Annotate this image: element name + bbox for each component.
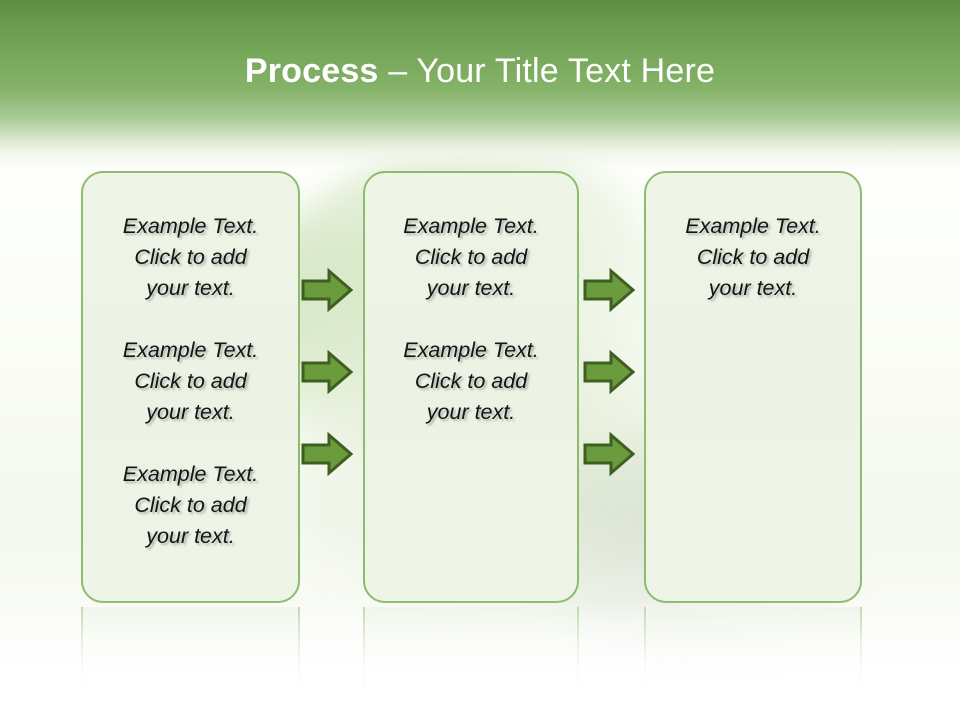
right-block-arrow-icon[interactable] (301, 350, 353, 394)
right-block-arrow-icon[interactable] (583, 432, 635, 476)
process-box-1[interactable]: Example Text. Click to add your text. Ex… (81, 171, 300, 603)
process-box-3[interactable]: Example Text. Click to add your text. (644, 171, 862, 603)
process-box-1-body: Example Text. Click to add your text. Ex… (83, 211, 298, 552)
right-block-arrow-icon[interactable] (301, 268, 353, 312)
right-block-arrow-icon[interactable] (301, 432, 353, 476)
process-box-2-body: Example Text. Click to add your text. Ex… (365, 211, 577, 428)
process-box-3-body: Example Text. Click to add your text. (646, 211, 860, 304)
text-block[interactable]: Example Text. Click to add your text. (403, 214, 539, 300)
process-box-2[interactable]: Example Text. Click to add your text. Ex… (363, 171, 579, 603)
page-title: Process – Your Title Text Here (0, 50, 960, 92)
slide-header-band: Process – Your Title Text Here (0, 0, 960, 168)
page-title-rest: – Your Title Text Here (378, 52, 716, 90)
box-reflection-2 (363, 607, 579, 720)
box-reflection-1 (81, 607, 300, 720)
text-block[interactable]: Example Text. Click to add your text. (403, 338, 539, 424)
text-block[interactable]: Example Text. Click to add your text. (122, 462, 259, 548)
text-block[interactable]: Example Text. Click to add your text. (122, 214, 259, 300)
text-block[interactable]: Example Text. Click to add your text. (685, 214, 821, 300)
text-block[interactable]: Example Text. Click to add your text. (122, 338, 259, 424)
right-block-arrow-icon[interactable] (583, 350, 635, 394)
box-reflection-3 (644, 607, 862, 720)
page-title-strong: Process (244, 52, 379, 90)
right-block-arrow-icon[interactable] (583, 268, 635, 312)
